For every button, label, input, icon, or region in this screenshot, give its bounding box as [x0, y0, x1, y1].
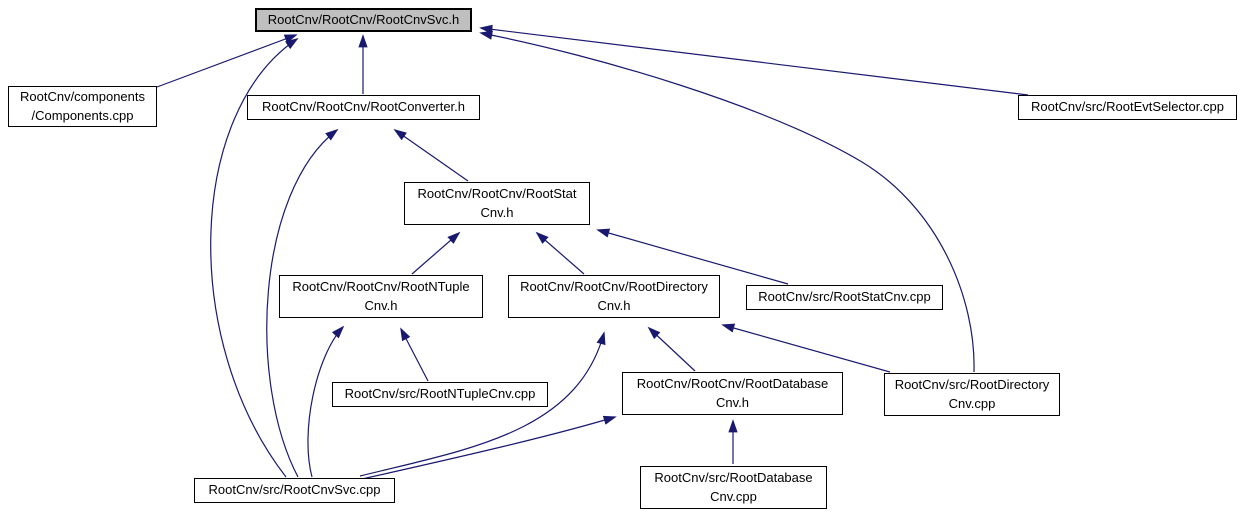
node-rootdatabasecnv-h[interactable]: RootCnv/RootCnv/RootDatabase Cnv.h	[622, 372, 843, 415]
edge-ntupleh-to-statcnvh	[411, 231, 461, 275]
node-rootdirectorycnv-h[interactable]: RootCnv/RootCnv/RootDirectory Cnv.h	[508, 275, 720, 318]
node-components-cpp[interactable]: RootCnv/components /Components.cpp	[8, 86, 157, 127]
edge-cnvsvccpp-to-converter	[266, 128, 339, 478]
edge-components-to-root	[156, 34, 298, 88]
edge-cnvsvccpp-to-databaseh	[361, 415, 617, 480]
edge-evtselector-to-root	[479, 24, 1029, 96]
edge-databaseh-to-directoryh	[647, 326, 696, 372]
node-rootconverter-h[interactable]: RootCnv/RootCnv/RootConverter.h	[247, 95, 480, 120]
edge-cnvsvccpp-to-root	[210, 37, 299, 478]
edge-ntuplecpp-to-ntupleh	[400, 327, 429, 382]
edge-statcnvcpp-to-statcnvh	[596, 228, 789, 285]
edge-statcnvh-to-converter	[393, 128, 469, 182]
node-rootntuplecnv-cpp[interactable]: RootCnv/src/RootNTupleCnv.cpp	[332, 382, 548, 407]
node-rootstatcnv-cpp[interactable]: RootCnv/src/RootStatCnv.cpp	[746, 285, 943, 310]
edge-directoryh-to-statcnvh	[535, 231, 585, 275]
edge-directorycpp-to-directoryh	[721, 323, 891, 373]
edge-directorycpp-to-root	[479, 30, 975, 373]
node-rootntuplecnv-h[interactable]: RootCnv/RootCnv/RootNTuple Cnv.h	[279, 275, 483, 318]
node-rootcnvsvc-cpp[interactable]: RootCnv/src/RootCnvSvc.cpp	[194, 478, 395, 503]
edge-cnvsvccpp-to-directoryh	[359, 331, 606, 477]
edge-cnvsvccpp-to-ntupleh	[307, 325, 345, 478]
node-rootevtselector-cpp[interactable]: RootCnv/src/RootEvtSelector.cpp	[1018, 95, 1237, 120]
node-rootdatabasecnv-cpp[interactable]: RootCnv/src/RootDatabase Cnv.cpp	[640, 466, 827, 509]
node-rootdirectorycnv-cpp[interactable]: RootCnv/src/RootDirectory Cnv.cpp	[884, 373, 1060, 416]
node-rootstatcnv-h[interactable]: RootCnv/RootCnv/RootStat Cnv.h	[404, 182, 590, 225]
node-rootcnvsvc-h: RootCnv/RootCnv/RootCnvSvc.h	[255, 8, 472, 32]
